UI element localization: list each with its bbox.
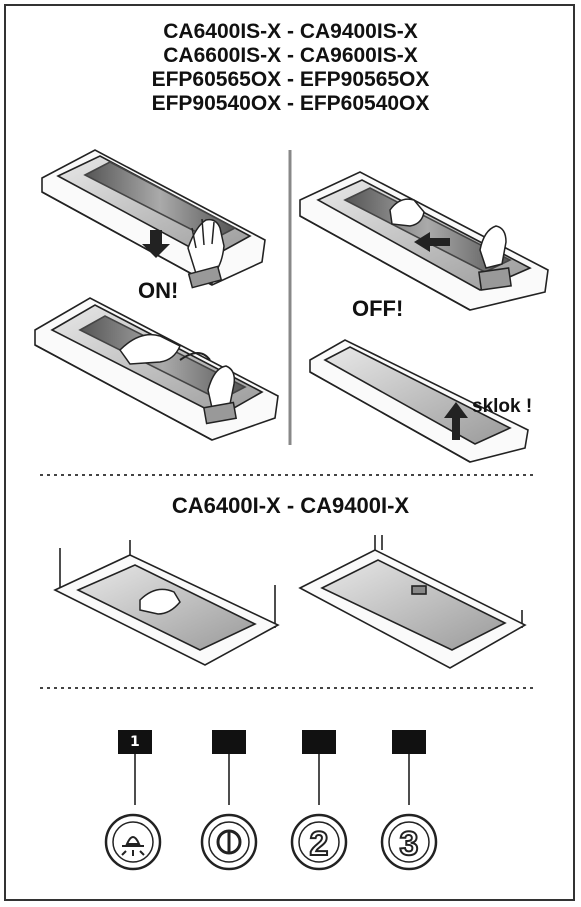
figure-frame	[4, 4, 575, 901]
label-click: sklok !	[472, 396, 533, 417]
hood-integrated-right	[298, 535, 527, 669]
indicator-led-3	[302, 730, 336, 754]
hand-icon	[187, 218, 225, 289]
hood-top-left	[41, 149, 266, 286]
hand-icon-4	[139, 588, 181, 615]
hand-icon-3	[389, 198, 512, 291]
hood-bottom-left	[34, 297, 279, 441]
light-icon	[121, 836, 145, 856]
model-line-3: EFP60565OX - EFP90565OX	[151, 68, 430, 91]
hand-icon-2	[119, 333, 238, 425]
arrow-up-icon	[444, 402, 468, 440]
arrow-left-icon	[414, 232, 450, 252]
hood-bottom-right	[309, 339, 529, 463]
indicator-led-2	[212, 730, 246, 754]
model-line-2: CA6600IS-X - CA9600IS-X	[163, 44, 418, 67]
label-off: OFF!	[352, 296, 404, 321]
model-line-1: CA6400IS-X - CA9400IS-X	[163, 20, 418, 43]
indicator-number-1: 1	[130, 734, 140, 750]
control-buttons	[104, 813, 438, 871]
model-line-bottom: CA6400I-X - CA9400I-X	[171, 493, 410, 518]
button-2-label: 2	[310, 825, 329, 863]
power-icon	[216, 829, 242, 855]
indicator-led-4	[392, 730, 426, 754]
label-on: ON!	[138, 278, 179, 303]
button-3-label: 3	[400, 825, 419, 863]
indicator-led-1	[118, 730, 152, 754]
indicator-lines	[134, 751, 410, 805]
arrow-down-icon	[142, 230, 170, 258]
model-line-4: EFP90540OX - EFP60540OX	[151, 92, 430, 115]
motion-arrow	[179, 352, 211, 361]
indicator-squares	[118, 730, 426, 754]
